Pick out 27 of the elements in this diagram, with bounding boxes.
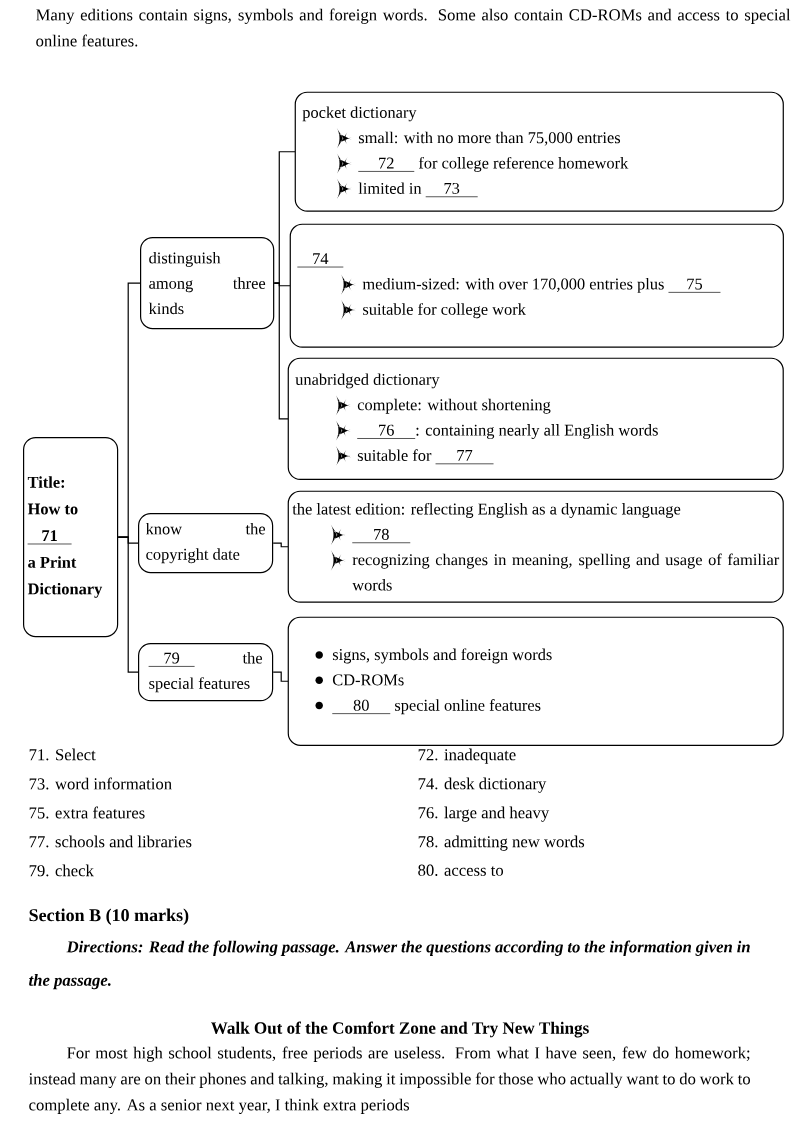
detail-box: signs, symbols and foreign words CD-ROMs 80 special online features	[287, 616, 784, 746]
detail-box: pocket dictionary small: with no more than 75,000 entries 72 for college reference homework limited in 73	[294, 91, 784, 212]
connector-line	[273, 282, 289, 420]
answer-option: 74. desk dictionary	[418, 777, 547, 793]
title-box: Title: How to 71 a Print Dictionary	[23, 437, 119, 638]
answer-option: 76. large and heavy	[418, 806, 550, 822]
answer-option: 79. check	[29, 864, 94, 877]
connector-line	[117, 536, 139, 673]
connector-line	[272, 671, 289, 682]
paragraph: Many editions contain signs, symbols and foreign words. Some also contain CD-ROMs and access to special online features.	[36, 8, 791, 47]
detail-box: 74 medium-sized: with over 170,000 entries plus 75 suitable for college work	[289, 223, 784, 348]
passage-title: Walk Out of the Comfort Zone and Try New Things	[211, 1021, 589, 1038]
answer-option: 80. access to	[418, 864, 504, 876]
section-heading: Section B (10 marks)	[29, 908, 189, 925]
detail-box: unabridged dictionary complete: without shortening 76 : containing nearly all English words suitable for 77	[287, 357, 784, 480]
category-box: distinguish among three kinds	[140, 237, 275, 330]
paragraph: For most high school students, free periods are useless. From what I have seen, few do homework; instead many are on their phones and talking, making it impossible for those who actually want to do work to complete any. As a senior next year, I think extra periods	[28, 1046, 751, 1114]
answer-option: 78. admitting new words	[418, 835, 585, 851]
connector-line	[272, 542, 289, 548]
category-box: 79 the special features	[138, 643, 274, 702]
directions-text: Directions: Read the following passage. Answer the questions according to the information given in the passage.	[29, 940, 750, 990]
answer-option: 75. extra features	[29, 806, 145, 819]
answer-option: 73. word information	[29, 777, 172, 790]
answer-option: 77. schools and libraries	[29, 835, 192, 848]
answer-option: 71. Select	[29, 748, 96, 761]
detail-box: the latest edition: reflecting English as a dynamic language 78 recognizing changes in meaning, spelling and usage of familiar words	[287, 490, 784, 603]
category-box: know the copyright date	[138, 513, 274, 574]
